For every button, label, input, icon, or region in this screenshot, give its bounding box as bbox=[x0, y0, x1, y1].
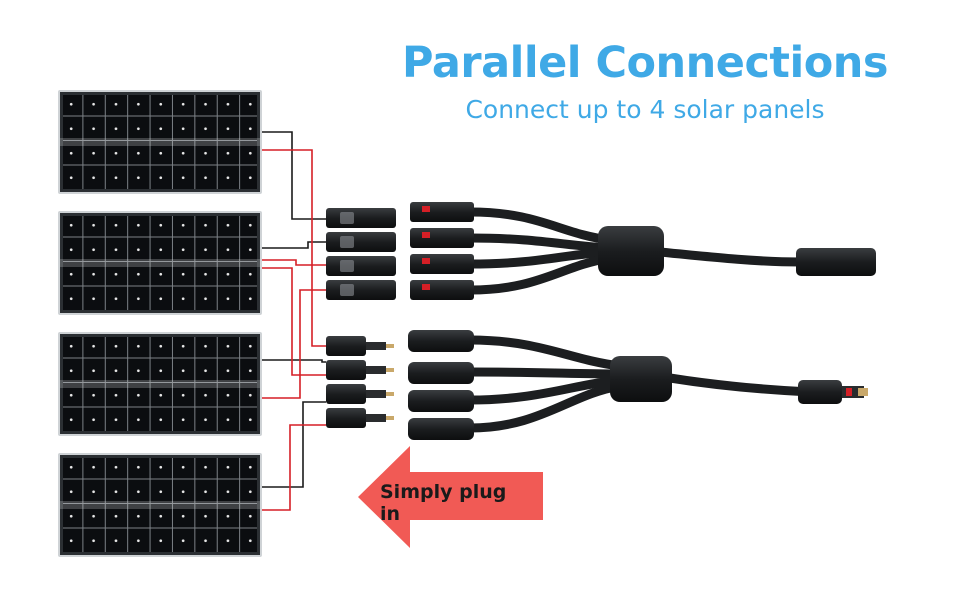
panel-connector-stack-bottom bbox=[326, 336, 394, 428]
arrow-left-icon bbox=[358, 446, 543, 548]
solar-panel-1 bbox=[58, 90, 262, 194]
solar-panel-2 bbox=[58, 211, 262, 315]
red-wires bbox=[262, 149, 326, 511]
page-title: Parallel Connections bbox=[402, 38, 888, 88]
branch-connector-bottom bbox=[408, 330, 868, 440]
page-subtitle: Connect up to 4 solar panels bbox=[465, 95, 825, 124]
solar-panel-3 bbox=[58, 332, 262, 436]
solar-panel-4 bbox=[58, 453, 262, 557]
branch-connector-top bbox=[410, 202, 876, 300]
plug-in-callout: Simply plug in bbox=[380, 481, 507, 525]
panel-connector-stack-top bbox=[326, 208, 396, 300]
black-wires bbox=[262, 131, 326, 488]
